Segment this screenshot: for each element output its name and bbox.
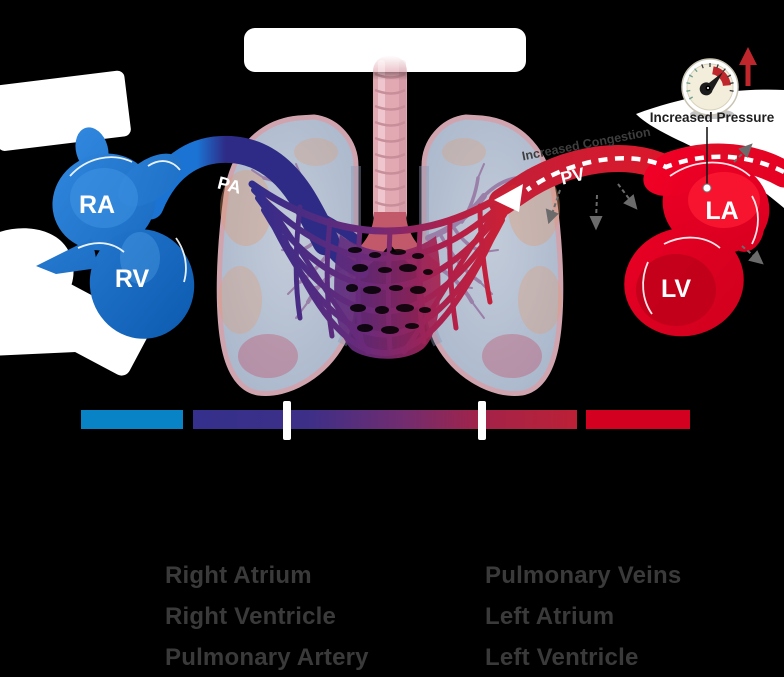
rv-label: RV	[115, 265, 150, 293]
scale-segment-gradient	[193, 410, 577, 429]
legend-pulmonary-veins: Pulmonary Veins	[485, 562, 682, 589]
legend-right-ventricle: Right Ventricle	[165, 603, 337, 630]
capillary-dense-core	[334, 235, 441, 359]
legend-left-atrium: Left Atrium	[485, 603, 615, 630]
ra-label: RA	[79, 191, 115, 219]
legend-pulmonary-artery: Pulmonary Artery	[165, 644, 369, 671]
trachea	[373, 56, 407, 228]
title-box	[244, 28, 526, 72]
scale-tick-right	[478, 401, 486, 440]
legend-left-ventricle: Left Ventricle	[485, 644, 639, 671]
up-arrow-icon	[739, 47, 757, 86]
increased-pressure-label: Increased Pressure	[650, 110, 775, 125]
scale-tick-left	[283, 401, 291, 440]
pressure-gauge-icon	[681, 58, 739, 119]
capillary-core-holes	[346, 247, 433, 334]
scale-segment-red	[586, 410, 690, 429]
legend-right-atrium: Right Atrium	[165, 562, 312, 589]
scale-segment-blue	[81, 410, 183, 429]
la-label: LA	[705, 197, 738, 225]
lv-label: LV	[661, 275, 691, 303]
right-heart: RA RV	[36, 127, 195, 339]
congestion-arrow	[494, 154, 784, 212]
gray-dashed-arrows	[545, 143, 764, 265]
pointer-line	[702, 127, 712, 193]
color-scale-bar	[81, 401, 690, 440]
congestion-arrowhead	[494, 184, 523, 212]
